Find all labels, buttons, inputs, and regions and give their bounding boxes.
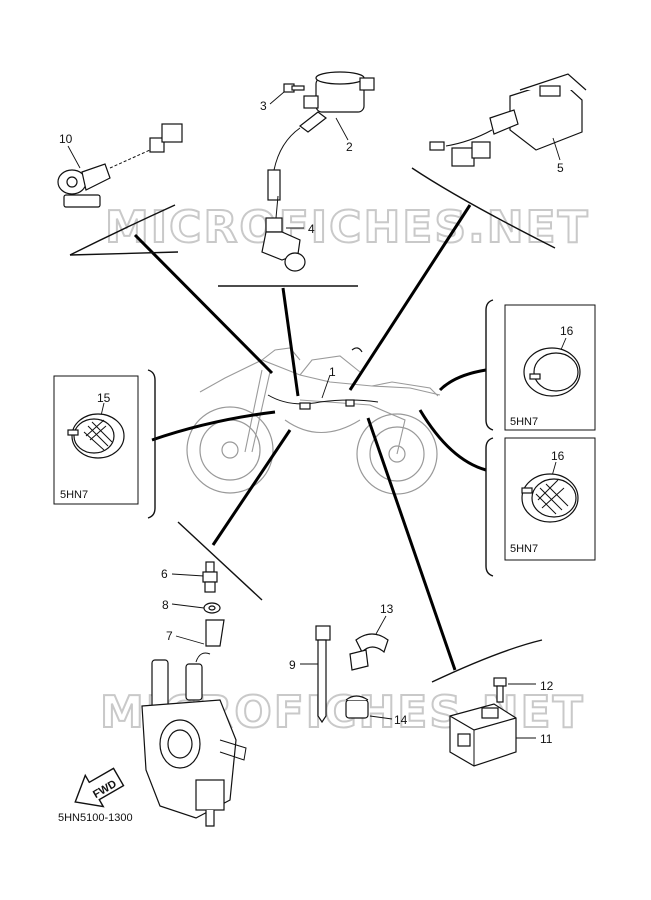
callout-9: 9 <box>289 658 296 672</box>
part-12-bolt <box>493 677 536 703</box>
diagram-reference-code: 5HN5100-1300 <box>58 812 133 824</box>
callout-10: 10 <box>59 132 73 146</box>
callout-2: 2 <box>346 140 353 154</box>
part-3-screw <box>269 83 305 105</box>
callout-8: 8 <box>162 598 169 612</box>
detail-box-right-bottom: 5HN7 <box>504 437 596 561</box>
callout-11: 11 <box>540 732 553 746</box>
part-16-cap-bottom <box>521 461 579 523</box>
callout-6: 6 <box>161 567 168 581</box>
part-14-holder <box>345 695 393 720</box>
detail-box-left: 5HN7 <box>53 375 139 505</box>
detail-brackets <box>69 167 556 683</box>
detail-box-right-top: 5HN7 <box>504 304 596 431</box>
callout-3: 3 <box>260 99 267 113</box>
part-9-cable-tie <box>300 625 331 724</box>
part-15-cap <box>67 402 125 459</box>
callout-16-bottom: 16 <box>551 449 565 463</box>
right-bottom-box-model-label: 5HN7 <box>510 543 538 555</box>
pointer-lines <box>133 204 487 671</box>
callout-15: 15 <box>97 391 111 405</box>
part-6-spark-plug <box>171 561 218 593</box>
part-16-cap-top <box>523 337 581 397</box>
callout-5: 5 <box>557 161 564 175</box>
callout-1: 1 <box>329 365 336 379</box>
callout-13: 13 <box>380 602 394 616</box>
part-13-clamp <box>349 615 389 671</box>
part-5-cdi-unit <box>429 73 587 167</box>
part-4-plug-cap <box>261 195 306 272</box>
callout-7: 7 <box>166 629 173 643</box>
part-11-relay <box>449 703 536 767</box>
motorcycle-outline <box>186 347 441 495</box>
carburetor <box>141 652 247 827</box>
part-7-gasket <box>175 619 225 647</box>
watermark-top: MICROFICHES.NET <box>105 202 590 253</box>
callout-4: 4 <box>308 222 315 236</box>
part-2-ignition-coil <box>267 71 375 201</box>
left-box-model-label: 5HN7 <box>60 489 88 501</box>
fwd-arrow-icon: FWD <box>74 767 125 808</box>
part-8-washer <box>171 602 221 614</box>
part-10-sensor <box>57 123 183 208</box>
callout-12: 12 <box>540 679 554 693</box>
right-top-box-model-label: 5HN7 <box>510 416 538 428</box>
callout-14: 14 <box>394 713 408 727</box>
callout-16-top: 16 <box>560 324 574 338</box>
